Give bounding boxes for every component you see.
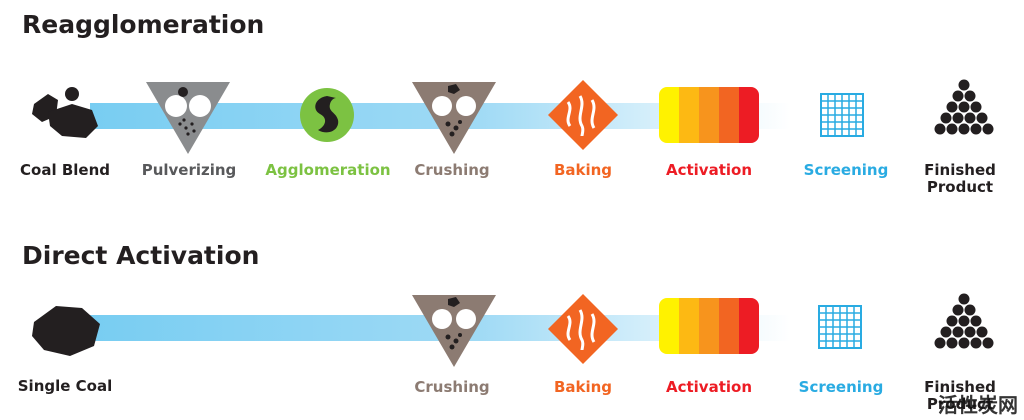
baking-icon — [548, 294, 618, 364]
agglomeration-icon — [300, 88, 354, 142]
section-title-reagglomeration: Reagglomeration — [22, 10, 265, 39]
step-label-coal-blend: Coal Blend — [20, 161, 110, 179]
coal-blend-icon — [32, 87, 98, 138]
baking-icon — [548, 80, 618, 150]
step-label-agglomeration: Agglomeration — [265, 161, 391, 179]
crushing-icon — [412, 82, 496, 154]
step-label-crushing: Crushing — [414, 378, 490, 396]
step-label-pulverizing: Pulverizing — [141, 161, 237, 179]
finished-product-icon — [934, 293, 994, 349]
step-label-finished-product: Finished Product — [924, 161, 996, 196]
step-label-finished-product: Finished Product — [924, 378, 996, 413]
step-label-baking: Baking — [553, 161, 613, 179]
watermark-text: 活性炭网 — [938, 393, 1018, 417]
screening-icon — [820, 93, 864, 137]
step-label-screening: Screening — [803, 161, 889, 179]
section-title-direct-activation: Direct Activation — [22, 241, 260, 270]
single-coal-icon — [32, 306, 100, 356]
step-label-screening: Screening — [798, 378, 884, 396]
crushing-icon — [412, 295, 496, 367]
step-label-baking: Baking — [553, 378, 613, 396]
step-label-activation: Activation — [665, 378, 752, 396]
step-label-single-coal: Single Coal — [17, 377, 113, 395]
activation-icon — [659, 298, 759, 354]
screening-icon — [818, 305, 862, 349]
step-label-crushing: Crushing — [414, 161, 490, 179]
finished-product-icon — [934, 79, 994, 135]
activation-icon — [659, 87, 759, 143]
pulverizing-icon — [146, 82, 230, 154]
step-label-activation: Activation — [665, 161, 752, 179]
